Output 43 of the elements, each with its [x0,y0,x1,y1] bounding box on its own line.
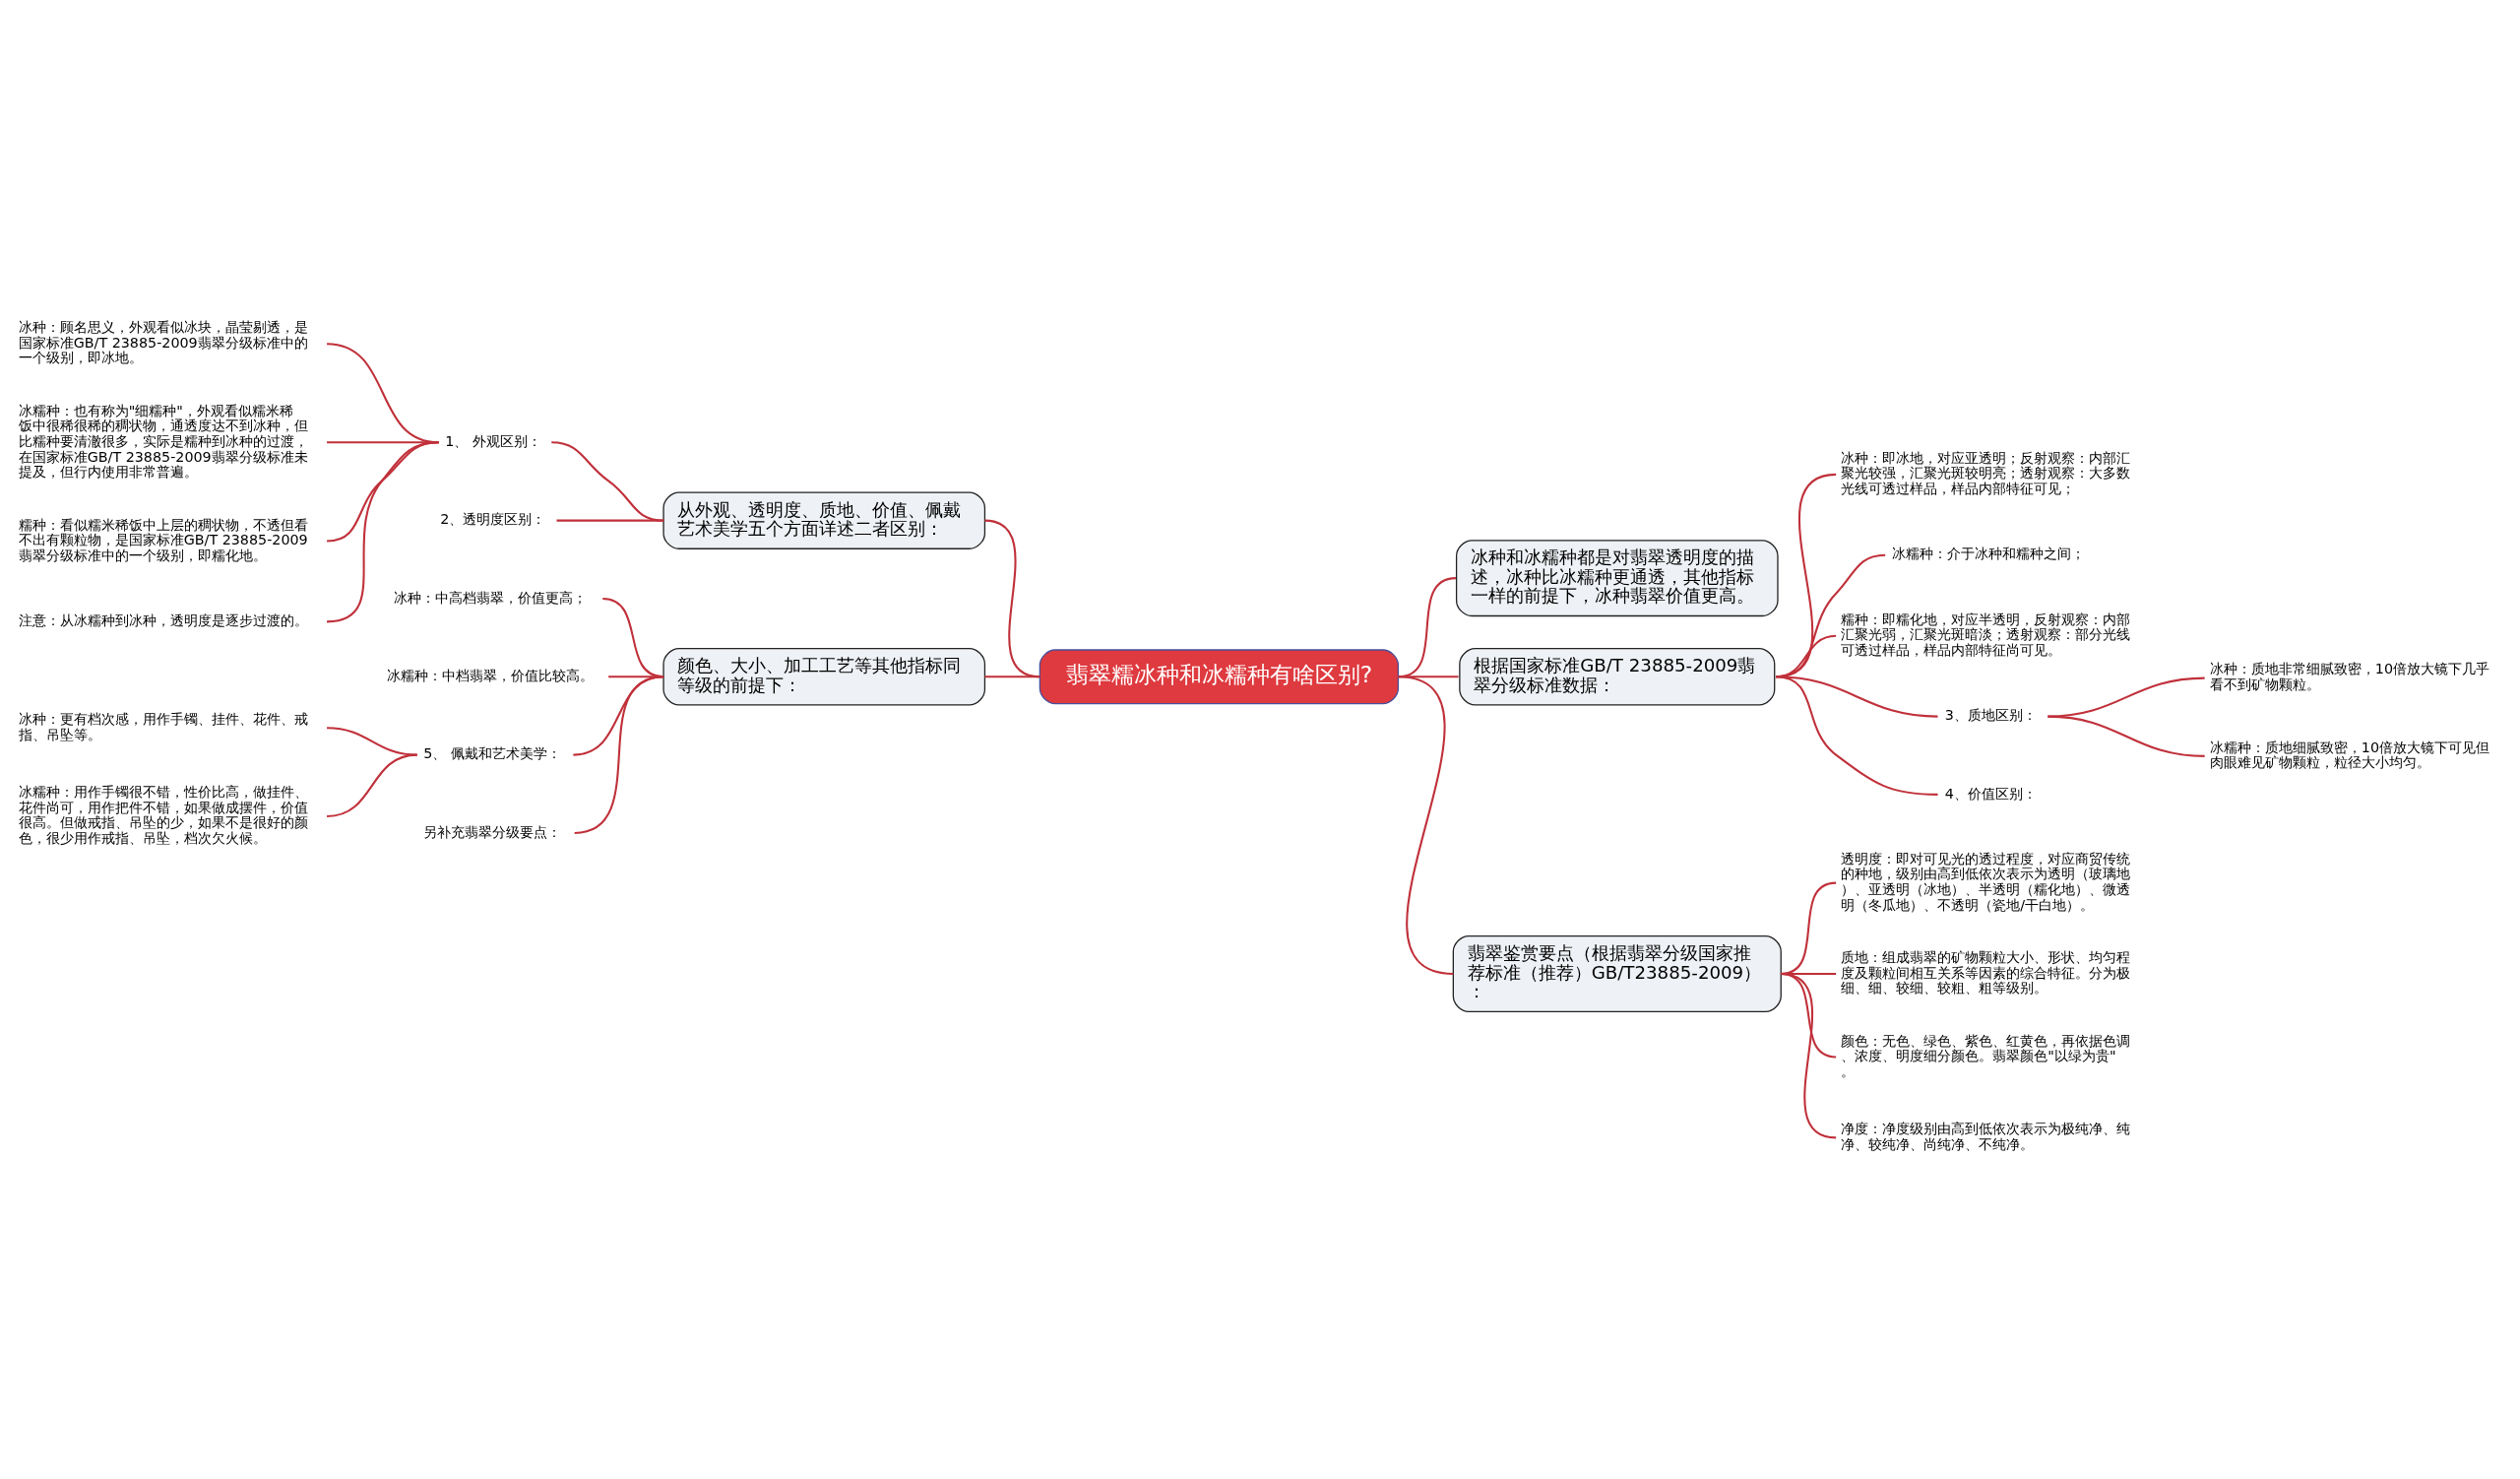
connector [1781,972,1837,1139]
node-text: 冰糯种：介于冰种和糯种之间； [1891,546,2085,562]
node-text: 冰糯种：质地细腻致密，10倍放大镜下可见但肉眼难见矿物颗粒，粒径大小均匀。 [2209,739,2490,771]
node-text: 4、价值区别： [1944,785,2037,802]
node-text: 冰种：更有档次感，用作手镯、挂件、花件、戒指、吊坠等。 [18,711,308,742]
connector [2048,676,2205,718]
connector [2048,715,2205,757]
node-text: 2、透明度区别： [440,511,546,528]
node-text: 颜色：无色、绿色、紫色、红黄色，再依据色调、浓度、明度细分颜色。翡翠颜色"以绿为贵"。 [1841,1032,2131,1079]
node-text: 冰种：中高档翡翠，价值更高； [394,589,588,606]
node-box: 根据国家标准GB/T 23885-2009翡翠分级标准数据： [1459,648,1776,706]
connector [326,753,417,818]
node-text: 净度：净度级别由高到低依次表示为极纯净、纯净、较纯净、尚纯净、不纯净。 [1841,1121,2131,1152]
node-text: 5、 佩戴和艺术美学： [423,745,561,762]
node-text: 质地：组成翡翠的矿物颗粒大小、形状、均匀程度及颗粒间相互关系等因素的综合特征。分为极细、细、较细、较粗、粗等级别。 [1841,948,2131,997]
node-text: 冰糯种：中档翡翠，价值比较高。 [387,667,595,683]
node-text: 冰糯种：用作手镯很不错，性价比高，做挂件、花件尚可，用作把件不错，如果做成摆件，价值很高。但做戒指、吊坠的少，如果不是很好的颜色，很少用作戒指、吊坠，档次欠火候。 [18,784,308,847]
connector [573,675,664,756]
node-box: 颜色、大小、加工工艺等其他指标同等级的前提下： [662,648,986,706]
node-text: 3、质地区别： [1944,707,2037,724]
node-text: 糯种：即糯化地，对应半透明，反射观察：内部汇聚光弱，汇聚光斑暗淡；透射观察：部分光线可透过样品，样品内部特征尚可见。 [1841,611,2131,658]
connector [551,441,664,522]
node-text: 透明度：即对可见光的透过程度，对应商贸传统的种地，级别由高到低依次表示为透明（玻璃地）、亚透明（冰地）、半透明（糯化地）、微透明（冬瓜地）、不透明（瓷地/干白地）。 [1841,850,2131,913]
node-text: 冰种：顾名思义，外观看似冰块，晶莹剔透，是国家标准GB/T 23885-2009翡翠分级标准中的一个级别，即冰地。 [18,319,308,366]
node-box: 翡翠鉴赏要点（根据翡翠分级国家推荐标准（推荐）GB/T23885-2009）： [1452,934,1782,1012]
connector [327,727,417,756]
node-box: 冰种和冰糯种都是对翡翠透明度的描述，冰种比冰糯种更通透，其他指标一样的前提下，冰种翡翠价值更高。 [1455,540,1779,617]
connector [984,675,1040,678]
connector [326,441,439,623]
node-text: 冰种：质地非常细腻致密，10倍放大镜下几乎看不到矿物颗粒。 [2209,661,2490,693]
node-text: 冰糯种：也有称为"细糯种"，外观看似糯米稀饭中很稀很稀的稠状物，通透度达不到冰种，但比糯种要清澈很多，实际是糯种到冰种的过渡，在国家标准GB/T 23885-2009翡翠分级标准未提及，但行内使用非常普遍。 [18,402,308,481]
node-text: 注意：从冰糯种到冰种，透明度是逐步过渡的。 [18,612,308,629]
node-text: 另补充翡翠分级要点： [422,823,561,840]
connector [984,519,1040,678]
node-text: 1、 外观区别： [445,432,542,449]
node-text: 冰种：即冰地，对应亚透明；反射观察：内部汇聚光较强，汇聚光斑较明亮；透射观察：大多数光线可透过样品，样品内部特征可见； [1841,449,2131,497]
connector [1775,675,1938,796]
node-box: 翡翠糯冰种和冰糯种有啥区别? [1039,649,1400,705]
connector [574,675,664,834]
node-box: 从外观、透明度、质地、价值、佩戴艺术美学五个方面详述二者区别： [662,491,986,549]
connector [1398,675,1454,975]
node-text: 糯种：看似糯米稀饭中上层的稠状物，不透但看不出有颗粒物，是国家标准GB/T 23885-2009翡翠分级标准中的一个级别，即糯化地。 [18,516,308,563]
connector [556,519,664,522]
